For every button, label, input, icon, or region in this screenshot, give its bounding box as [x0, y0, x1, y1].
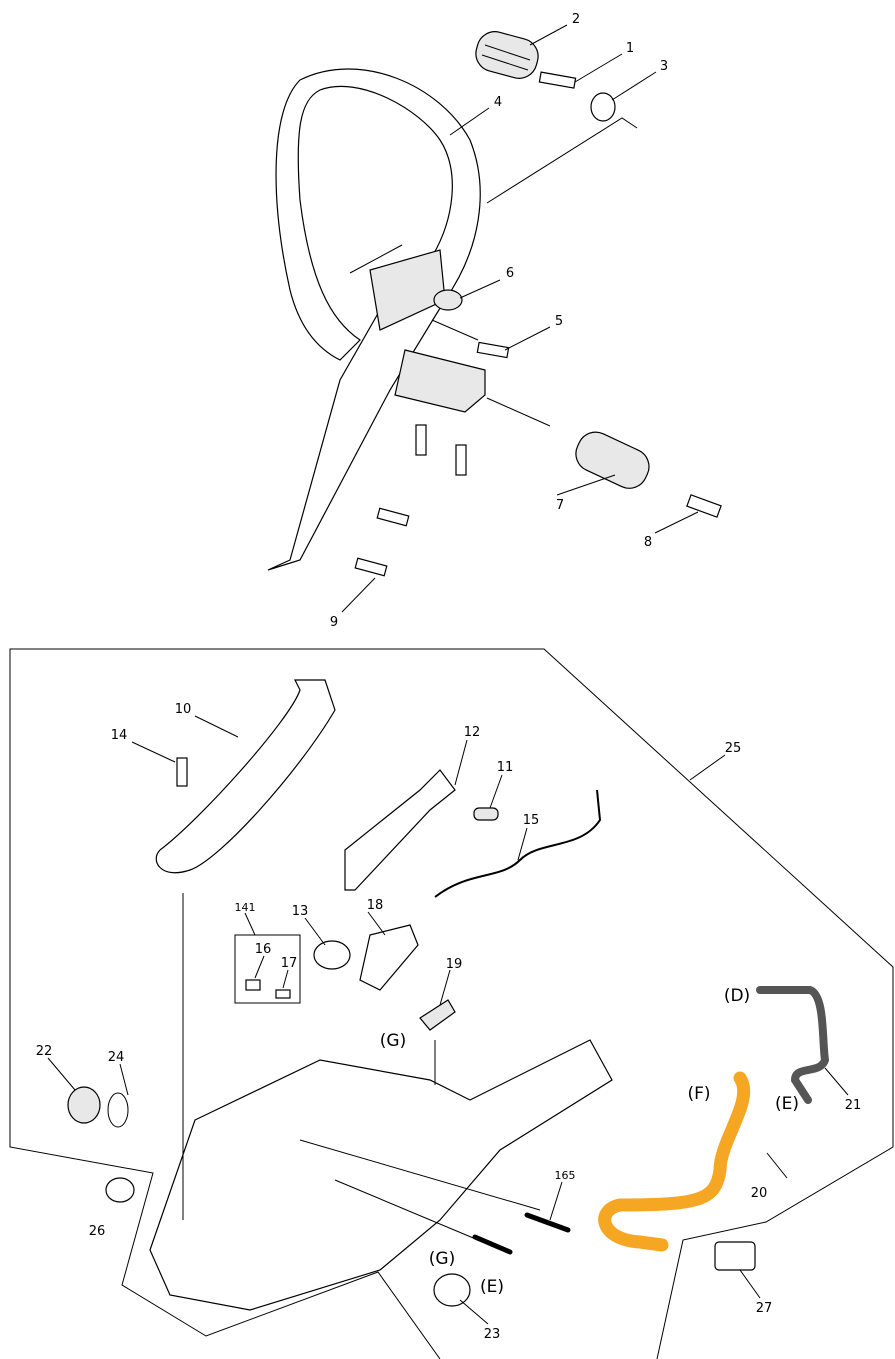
cable-15: [434, 789, 602, 898]
pin-lower: [472, 1234, 513, 1255]
pin-16: [245, 979, 261, 991]
callout: 16: [255, 942, 272, 957]
filter-27: [714, 1241, 756, 1271]
callout: 26: [89, 1224, 106, 1239]
rear-handle-housing: [149, 1039, 613, 1311]
callout: (F): [687, 1084, 710, 1104]
callout: 3: [660, 59, 668, 74]
handle-cover-10: [155, 679, 336, 874]
callout: 23: [484, 1327, 501, 1342]
part-13: [313, 940, 351, 970]
callout: (G): [380, 1031, 406, 1051]
assembly-boundary: [9, 648, 894, 1359]
plug-26: [105, 1177, 135, 1203]
vent-hose-21: [756, 986, 830, 1104]
bolt-1: [538, 71, 577, 89]
callout: 14: [111, 728, 128, 743]
spring-7: [575, 431, 650, 489]
callout: (G): [429, 1249, 455, 1269]
callout: 18: [367, 898, 384, 913]
callout: 165: [555, 1169, 576, 1182]
callout: 10: [175, 702, 192, 717]
callout: (E): [775, 1094, 799, 1114]
callout: 8: [644, 535, 652, 550]
bolt-8: [686, 494, 722, 518]
spring-11: [473, 807, 499, 821]
callout: 27: [756, 1301, 773, 1316]
screw-c: [376, 507, 410, 527]
front-handle: [267, 68, 481, 571]
callout: 24: [108, 1050, 125, 1065]
callout: 1: [626, 41, 634, 56]
callout: (D): [724, 986, 750, 1006]
callout: 6: [506, 266, 514, 281]
primer-23: [433, 1273, 471, 1307]
callout: 7: [556, 498, 564, 513]
callout: 9: [330, 615, 338, 630]
leader-lines-lower: [47, 715, 849, 1325]
callout: 21: [845, 1098, 862, 1113]
cap-22: [67, 1086, 101, 1124]
callout-labels: 2 1 3 4 6 5 7 8 9 10 14 12 11 25 15 141 …: [36, 12, 862, 1342]
screw-14: [176, 757, 188, 787]
callout: 15: [523, 813, 540, 828]
callout: 4: [494, 95, 502, 110]
callout: (E): [480, 1277, 504, 1297]
washer-3: [590, 92, 616, 122]
bracket: [394, 349, 486, 413]
callout: 5: [555, 314, 563, 329]
callout: 20: [751, 1186, 768, 1201]
screw-b: [455, 444, 467, 476]
screw-9: [354, 557, 388, 577]
callout: 11: [497, 760, 514, 775]
spring-2: [475, 31, 539, 79]
pin-165: [524, 1212, 571, 1233]
callout: 22: [36, 1044, 53, 1059]
callout: 19: [446, 957, 463, 972]
callout: 13: [292, 904, 309, 919]
callout: 17: [281, 956, 298, 971]
pin-17: [275, 989, 291, 999]
callout: 2: [572, 12, 580, 27]
screw-5: [476, 341, 510, 359]
cap-6: [433, 289, 463, 311]
fitting-19: [419, 999, 456, 1031]
callout: 141: [235, 901, 256, 914]
screw-a: [415, 424, 427, 456]
lever-18: [359, 924, 419, 991]
trigger-12: [344, 769, 456, 891]
callout: 25: [725, 741, 742, 756]
o-ring-24: [107, 1092, 129, 1128]
fuel-hose-20: [598, 1071, 751, 1252]
leader-lines-upper: [341, 24, 699, 613]
parts-box-141: [234, 934, 301, 1004]
callout: 12: [464, 725, 481, 740]
